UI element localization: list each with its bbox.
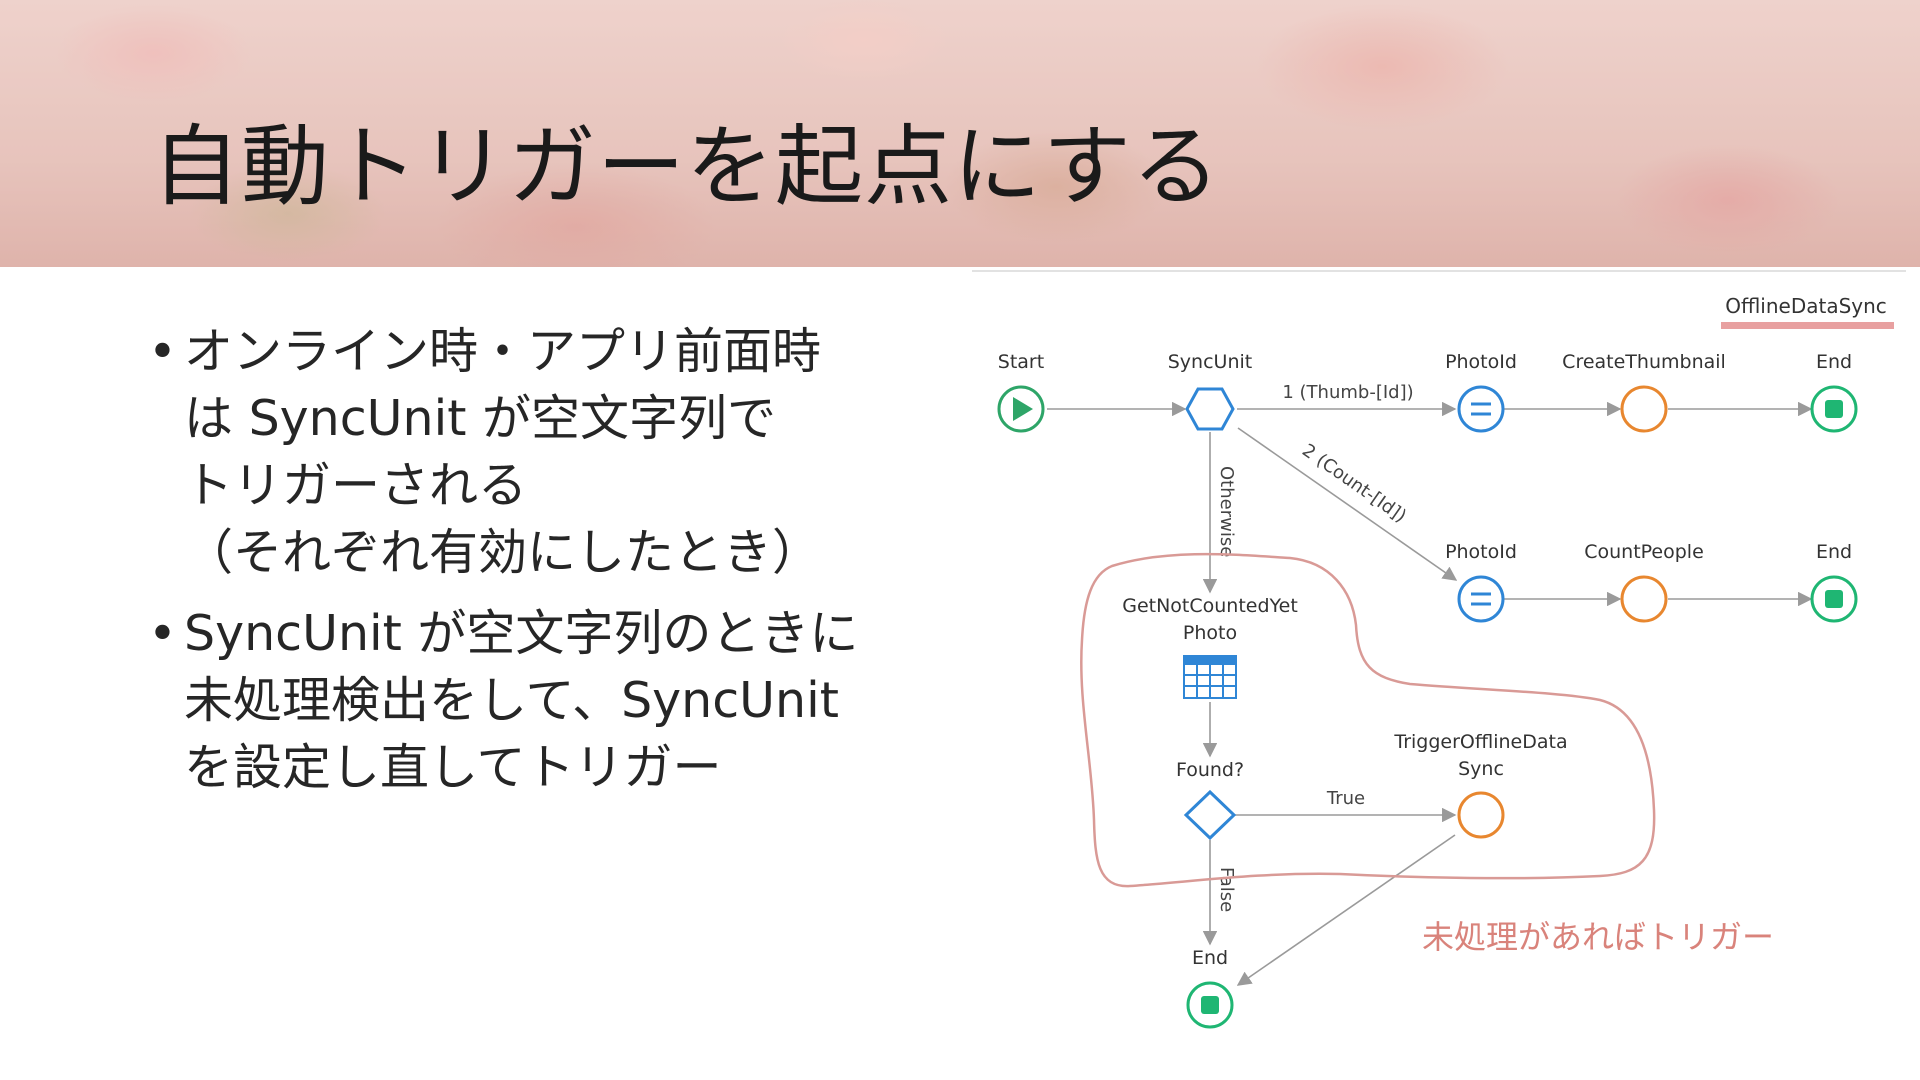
diagram-tab-label[interactable]: OfflineDataSync <box>1725 294 1887 318</box>
node-end-2[interactable] <box>1810 575 1858 623</box>
node-label-trigger-2: Sync <box>1458 758 1504 780</box>
slide-title: 自動トリガーを起点にする <box>152 115 1221 218</box>
circle-action-icon <box>1457 791 1505 839</box>
node-start[interactable] <box>997 385 1045 433</box>
tab-underline <box>1721 322 1894 329</box>
bullet-text-line: を設定し直してトリガー <box>184 739 722 796</box>
edge-label-true: True <box>1326 788 1365 809</box>
header-banner <box>0 0 1920 267</box>
table-grid-icon <box>1183 655 1237 699</box>
bullet-item: • SyncUnit が空文字列のときに 未処理検出をして、SyncUnit を… <box>148 600 948 801</box>
edge-trigger-end3 <box>1236 834 1456 986</box>
assign-equals-icon <box>1457 575 1505 623</box>
bullet-text-line: トリガーされる <box>184 457 528 514</box>
annotation-loop <box>1080 552 1656 888</box>
circle-action-icon <box>1620 385 1668 433</box>
bullet-text-line: SyncUnit が空文字列のときに <box>184 605 859 662</box>
node-label-createthumbnail: CreateThumbnail <box>1562 351 1726 373</box>
node-label-end-1: End <box>1816 351 1852 373</box>
edge-label-otherwise: Otherwise <box>1216 466 1237 557</box>
node-label-countpeople: CountPeople <box>1584 541 1704 563</box>
node-found[interactable] <box>1183 789 1237 841</box>
node-label-trigger-1: TriggerOfflineData <box>1393 731 1567 753</box>
edges <box>1047 401 1813 986</box>
assign-equals-icon <box>1457 385 1505 433</box>
node-label-start: Start <box>998 351 1044 373</box>
edge-syncunit-photoid2 <box>1237 427 1458 581</box>
bullet-list: • オンライン時・アプリ前面時 は SyncUnit が空文字列で トリガーされ… <box>148 318 948 815</box>
node-getnotcounted[interactable] <box>1183 655 1237 699</box>
diagram-canvas <box>972 270 1906 1070</box>
node-countpeople[interactable] <box>1620 575 1668 623</box>
node-trigger[interactable] <box>1457 791 1505 839</box>
node-label-photoid-2: PhotoId <box>1445 541 1517 563</box>
bullet-text-line: は SyncUnit が空文字列で <box>184 390 776 447</box>
node-photoid-1[interactable] <box>1457 385 1505 433</box>
stop-square-icon <box>1201 996 1219 1014</box>
node-label-syncunit: SyncUnit <box>1168 351 1252 373</box>
edge-label-branch-1: 1 (Thumb-[Id]) <box>1282 382 1413 403</box>
bullet-text-line: 未処理検出をして、SyncUnit <box>184 672 839 729</box>
node-label-getnotcounted-1: GetNotCountedYet <box>1122 595 1298 617</box>
node-label-end-3: End <box>1192 947 1228 969</box>
node-end-1[interactable] <box>1810 385 1858 433</box>
bullet-dot: • <box>148 323 177 380</box>
play-icon <box>1013 397 1033 421</box>
bullet-item: • オンライン時・アプリ前面時 は SyncUnit が空文字列で トリガーされ… <box>148 318 948 586</box>
stop-square-icon <box>1825 590 1843 608</box>
circle-action-icon <box>1620 575 1668 623</box>
node-syncunit[interactable] <box>1185 387 1235 431</box>
node-label-end-2: End <box>1816 541 1852 563</box>
node-createthumbnail[interactable] <box>1620 385 1668 433</box>
node-label-getnotcounted-2: Photo <box>1183 622 1237 644</box>
annotation-text: 未処理があればトリガー <box>1422 918 1774 956</box>
node-label-photoid-1: PhotoId <box>1445 351 1517 373</box>
hexagon-switch-icon <box>1185 387 1235 431</box>
edge-label-false: False <box>1216 867 1237 912</box>
stop-square-icon <box>1825 400 1843 418</box>
bullet-dot: • <box>148 605 177 662</box>
bullet-text-line: オンライン時・アプリ前面時 <box>184 323 822 380</box>
node-end-3[interactable] <box>1186 981 1234 1029</box>
diamond-if-icon <box>1183 789 1237 841</box>
bullet-text-line: （それぞれ有効にしたとき） <box>184 524 822 581</box>
node-label-found: Found? <box>1176 759 1244 781</box>
node-photoid-2[interactable] <box>1457 575 1505 623</box>
